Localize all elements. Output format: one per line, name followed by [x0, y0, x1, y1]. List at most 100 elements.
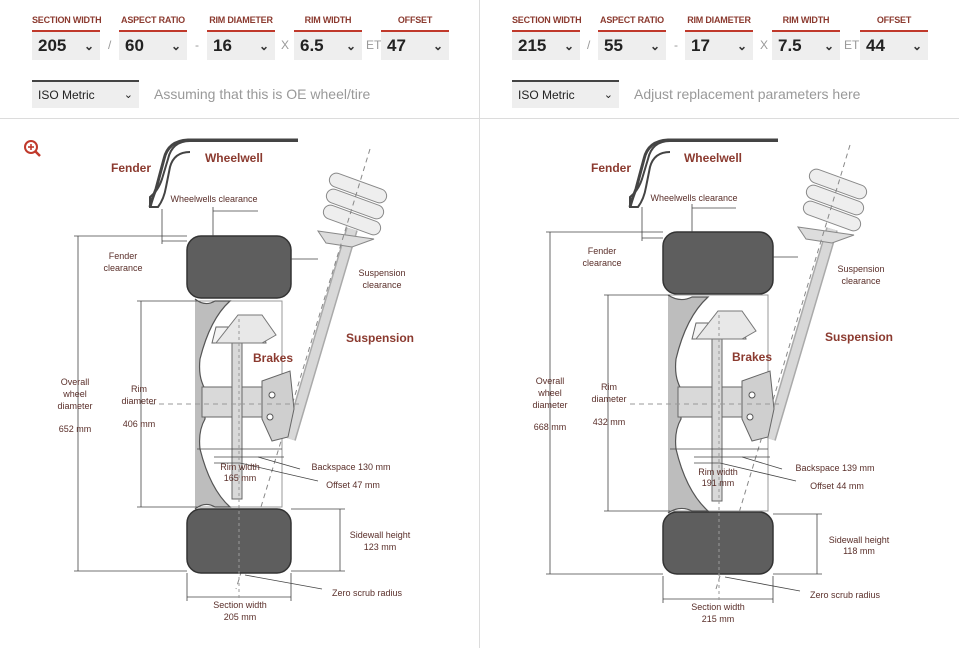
right-controls: SECTION WIDTH 215⌄ / ASPECT RATIO 55⌄ - …: [480, 0, 959, 119]
rim-diameter-label: RIM DIAMETER: [207, 10, 275, 32]
separator: -: [674, 38, 678, 52]
chevron-down-icon: ⌄: [563, 39, 574, 53]
aspect-ratio-select[interactable]: 55 ⌄: [598, 32, 666, 60]
overall-diameter-label-3: diameter: [57, 401, 92, 411]
separator: ET: [366, 38, 382, 52]
offset-select[interactable]: 47⌄: [381, 32, 449, 60]
overall-diameter-label-3: diameter: [532, 400, 567, 410]
overall-diameter-value: 652 mm: [59, 424, 92, 434]
offset-label: OFFSET: [860, 10, 928, 32]
rim-diameter-field[interactable]: RIM DIAMETER 17⌄: [685, 10, 753, 60]
separator: X: [281, 38, 290, 52]
rim-width-select[interactable]: 7.5⌄: [772, 32, 840, 60]
unit-system-value: ISO Metric: [38, 88, 95, 102]
tire-bottom: [662, 511, 774, 575]
rim-width-field[interactable]: RIM WIDTH 7.5⌄: [772, 10, 840, 60]
tire-top: [186, 235, 292, 299]
offset-value: 47: [387, 36, 406, 55]
rim-width-dim-value: 165 mm: [224, 473, 257, 483]
wheelwells-clearance-label: Wheelwells clearance: [170, 194, 257, 204]
aspect-ratio-label: ASPECT RATIO: [119, 10, 187, 32]
chevron-down-icon: ⌄: [123, 89, 133, 101]
tire-top: [662, 231, 774, 295]
section-width-value: 205: [38, 36, 67, 55]
right-panel: SECTION WIDTH 215⌄ / ASPECT RATIO 55⌄ - …: [480, 0, 959, 648]
chevron-down-icon: ⌄: [170, 39, 181, 53]
offset-field[interactable]: OFFSET 44⌄: [860, 10, 928, 60]
suspension-strut: [715, 144, 868, 590]
right-wheel-diagram: Fender Wheelwell Wheelwells clearance Fe…: [480, 119, 959, 648]
offset-dim-label: Offset 47 mm: [326, 480, 380, 490]
chevron-down-icon: ⌄: [603, 89, 613, 101]
suspension-clearance-label-2: clearance: [841, 276, 880, 286]
zero-scrub-label: Zero scrub radius: [332, 588, 403, 598]
section-width-select[interactable]: 215 ⌄: [512, 32, 580, 60]
offset-value: 44: [866, 36, 885, 55]
suspension-label: Suspension: [825, 330, 893, 344]
separator: /: [108, 38, 112, 52]
zero-scrub-label: Zero scrub radius: [810, 590, 881, 600]
aspect-ratio-value: 60: [125, 36, 144, 55]
aspect-ratio-select[interactable]: 60 ⌄: [119, 32, 187, 60]
zoom-in-icon[interactable]: [24, 140, 41, 157]
unit-system-select[interactable]: ISO Metric ⌄: [32, 80, 139, 108]
rim-shape: [667, 294, 775, 514]
section-width-dim-value: 205 mm: [224, 612, 257, 622]
overall-diameter-label: Overall: [61, 377, 90, 387]
section-width-field[interactable]: SECTION WIDTH 205⌄: [32, 10, 102, 60]
rim-width-dim-label: Rim width: [698, 467, 738, 477]
rim-diameter-dim-label-2: diameter: [591, 394, 626, 404]
section-width-field[interactable]: SECTION WIDTH 215⌄: [512, 10, 582, 60]
rim-diameter-dim-value: 406 mm: [123, 419, 156, 429]
sidewall-height-value: 118 mm: [843, 546, 875, 556]
fender-label: Fender: [591, 161, 631, 175]
rim-width-label: RIM WIDTH: [772, 10, 840, 32]
rim-diameter-select[interactable]: 16⌄: [207, 32, 275, 60]
sidewall-height-label: Sidewall height: [350, 530, 411, 540]
separator: -: [195, 38, 199, 52]
left-controls: SECTION WIDTH 205⌄ / ASPECT RATIO 60⌄ - …: [0, 0, 479, 119]
rim-diameter-value: 16: [213, 36, 232, 55]
sidewall-height-label: Sidewall height: [829, 535, 890, 545]
rim-width-dim-label: Rim width: [220, 462, 260, 472]
rim-width-value: 7.5: [778, 36, 802, 55]
fender-clearance-label-2: clearance: [582, 258, 621, 268]
rim-diameter-dim-value: 432 mm: [593, 417, 626, 427]
section-width-value: 215: [518, 36, 547, 55]
suspension-clearance-label: Suspension: [837, 264, 884, 274]
unit-system-select[interactable]: ISO Metric⌄: [512, 80, 619, 108]
rim-diameter-dim-label: Rim: [131, 384, 147, 394]
rim-width-field[interactable]: RIM WIDTH 6.5⌄: [294, 10, 362, 60]
fender-clearance-label: Fender: [109, 251, 138, 261]
aspect-ratio-field[interactable]: ASPECT RATIO 60 ⌄: [119, 10, 187, 60]
aspect-ratio-value: 55: [604, 36, 623, 55]
offset-field[interactable]: OFFSET 47⌄: [381, 10, 449, 60]
section-width-select[interactable]: 205⌄: [32, 32, 100, 60]
rim-diameter-value: 17: [691, 36, 710, 55]
wheelwells-clearance-label: Wheelwells clearance: [650, 193, 737, 203]
offset-label: OFFSET: [381, 10, 449, 32]
rim-diameter-label: RIM DIAMETER: [685, 10, 753, 32]
aspect-ratio-label: ASPECT RATIO: [598, 10, 666, 32]
hint-text: Adjust replacement parameters here: [634, 86, 861, 102]
left-panel: SECTION WIDTH 205⌄ / ASPECT RATIO 60⌄ - …: [0, 0, 480, 648]
fender-clearance-label: Fender: [588, 246, 617, 256]
rim-width-select[interactable]: 6.5⌄: [294, 32, 362, 60]
suspension-strut: [235, 148, 388, 590]
offset-dim-label: Offset 44 mm: [810, 481, 864, 491]
offset-select[interactable]: 44⌄: [860, 32, 928, 60]
separator: ET: [844, 38, 860, 52]
chevron-down-icon: ⌄: [649, 39, 660, 53]
sidewall-height-value: 123 mm: [364, 542, 397, 552]
fender-shape: [629, 140, 778, 208]
hint-text: Assuming that this is OE wheel/tire: [154, 86, 371, 102]
wheelwell-label: Wheelwell: [684, 151, 742, 165]
overall-diameter-label: Overall: [536, 376, 565, 386]
aspect-ratio-field[interactable]: ASPECT RATIO 55 ⌄: [598, 10, 666, 60]
rim-width-value: 6.5: [300, 36, 324, 55]
rim-diameter-select[interactable]: 17⌄: [685, 32, 753, 60]
rim-diameter-field[interactable]: RIM DIAMETER 16⌄: [207, 10, 275, 60]
left-wheel-diagram: Fender Wheelwell Wheelwells clearance Fe…: [0, 119, 479, 648]
backspace-label: Backspace 130 mm: [311, 462, 390, 472]
section-width-dim-label: Section width: [691, 602, 745, 612]
